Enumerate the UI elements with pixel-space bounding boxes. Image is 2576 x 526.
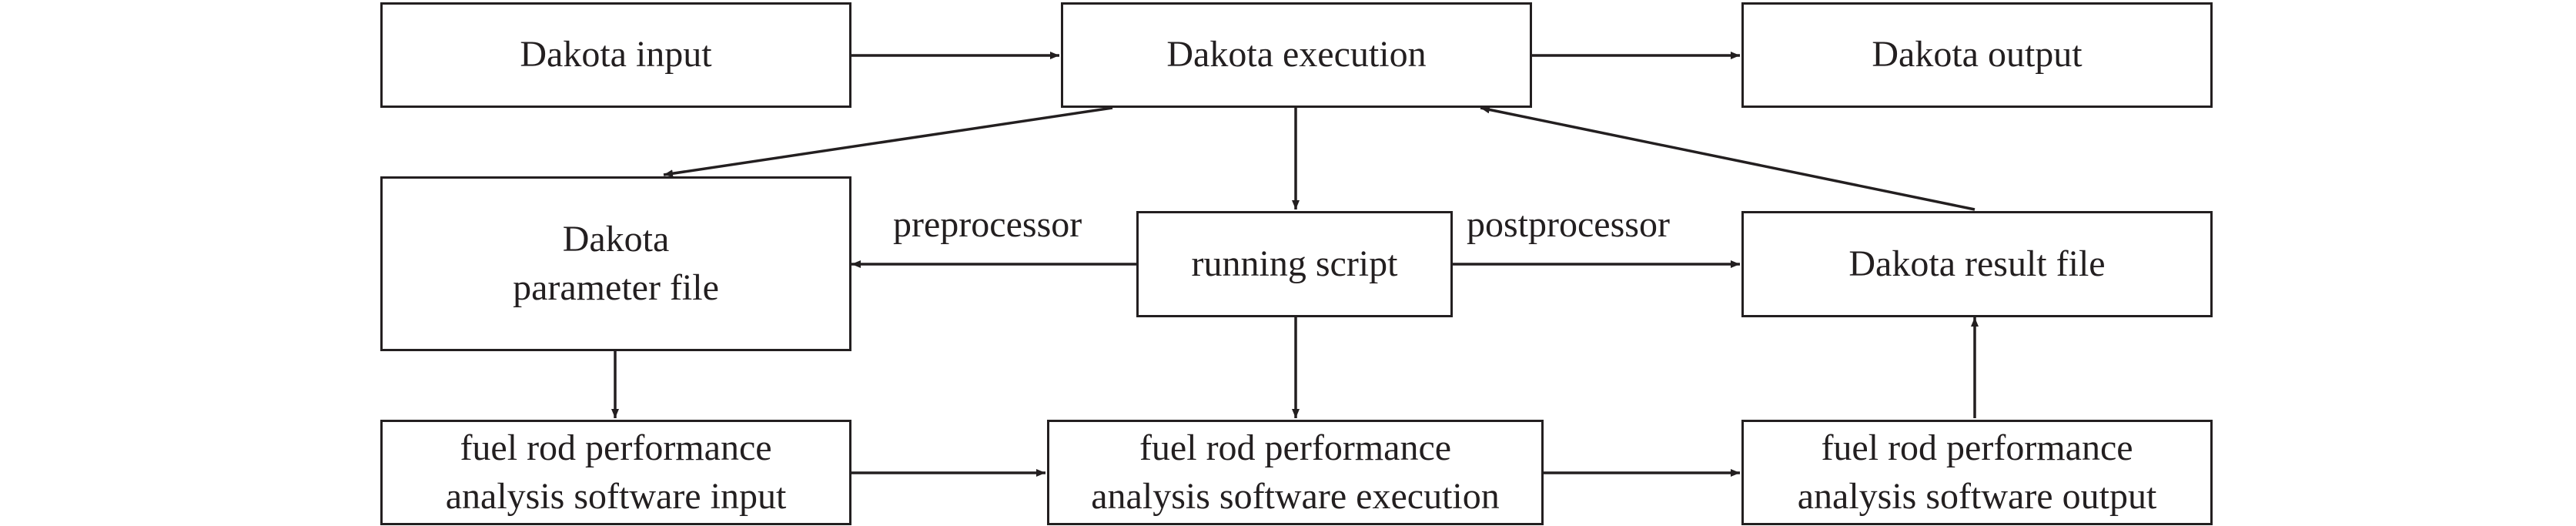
running-script-box: running script xyxy=(1136,211,1453,317)
software-input-label-line1: fuel rod performance xyxy=(460,427,772,469)
software-execution-box: fuel rod performance analysis software e… xyxy=(1047,420,1544,525)
preprocessor-label: preprocessor xyxy=(893,204,1082,245)
dakota-parameter-file-label-line1: Dakota xyxy=(562,219,670,260)
dakota-result-file-box: Dakota result file xyxy=(1741,211,2213,317)
dakota-result-file-label: Dakota result file xyxy=(1848,243,2106,284)
postprocessor-label: postprocessor xyxy=(1467,204,1670,245)
software-input-box: fuel rod performance analysis software i… xyxy=(380,420,851,525)
dakota-parameter-file-label-line2: parameter file xyxy=(513,266,719,308)
software-output-label-line1: fuel rod performance xyxy=(1821,427,2133,469)
software-output-label-line2: analysis software output xyxy=(1797,475,2157,517)
dakota-input-box: Dakota input xyxy=(380,2,851,108)
dakota-output-box: Dakota output xyxy=(1741,2,2213,108)
arrow-execution-to-parameter-file xyxy=(663,106,1113,178)
dakota-execution-box: Dakota execution xyxy=(1061,2,1532,108)
dakota-parameter-file-box: Dakota parameter file xyxy=(380,176,851,351)
dakota-input-label: Dakota input xyxy=(520,34,712,75)
software-output-box: fuel rod performance analysis software o… xyxy=(1741,420,2213,525)
dakota-execution-label: Dakota execution xyxy=(1166,34,1427,75)
software-execution-label-line2: analysis software execution xyxy=(1091,475,1500,517)
software-input-label-line2: analysis software input xyxy=(445,475,787,517)
software-execution-label-line1: fuel rod performance xyxy=(1139,427,1452,469)
running-script-label: running script xyxy=(1191,243,1398,284)
dakota-output-label: Dakota output xyxy=(1872,34,2083,75)
arrow-result-file-to-execution xyxy=(1480,106,1975,211)
